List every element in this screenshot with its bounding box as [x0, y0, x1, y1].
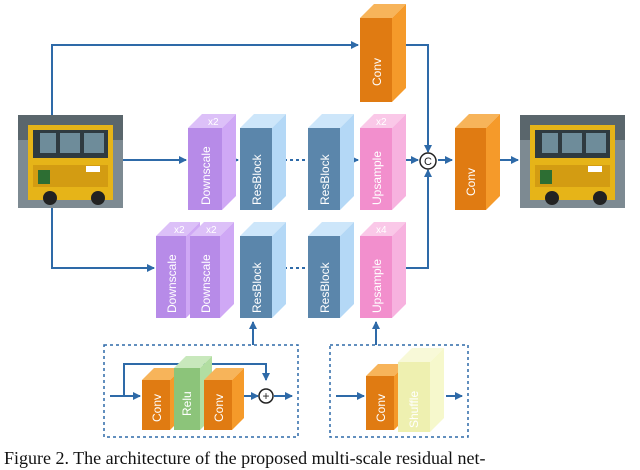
resblock-label: ResBlock — [318, 153, 332, 205]
multiplier-label: x2 — [174, 225, 185, 236]
resblock-label: ResBlock — [250, 261, 264, 313]
downscale-block-middle: Downscale x2 — [188, 114, 236, 210]
concat-label: C — [424, 156, 432, 168]
resblock-bottom-1: ResBlock — [240, 222, 286, 318]
conv-label: Conv — [150, 394, 164, 422]
multiplier-label: x4 — [376, 225, 387, 236]
resblock-label: ResBlock — [250, 153, 264, 205]
downscale-label: Downscale — [165, 254, 179, 313]
resblock-middle-1: ResBlock — [240, 114, 286, 210]
multiplier-label: x2 — [208, 117, 219, 128]
multiplier-label: x2 — [376, 117, 387, 128]
conv-block-top: Conv — [360, 4, 406, 102]
conv-label: Conv — [212, 394, 226, 422]
downscale-label: Downscale — [199, 254, 213, 313]
conv-label: Conv — [374, 394, 388, 422]
figure-caption: Figure 2. The architecture of the propos… — [4, 448, 486, 468]
plus-label: + — [262, 389, 269, 403]
downscale-block-bottom-2: Downscale x2 — [190, 222, 234, 318]
conv-label: Conv — [370, 58, 384, 86]
conv-label: Conv — [464, 168, 478, 196]
resblock-bottom-2: ResBlock — [308, 222, 354, 318]
shuffle-label: Shuffle — [407, 391, 421, 428]
conv-block-final: Conv — [455, 114, 500, 210]
upsample-block-middle: Upsample x2 — [360, 114, 406, 210]
relu-label: Relu — [180, 391, 194, 416]
output-image — [520, 115, 625, 208]
downscale-block-bottom-1: Downscale x2 — [156, 222, 200, 318]
multiplier-label: x2 — [206, 225, 217, 236]
resblock-middle-2: ResBlock — [308, 114, 354, 210]
input-image — [18, 115, 123, 208]
upsample-label: Upsample — [370, 151, 384, 205]
concat-node: C — [419, 152, 437, 170]
upsample-detail-box: Conv Shuffle — [329, 344, 469, 438]
downscale-label: Downscale — [199, 146, 213, 205]
upsample-label: Upsample — [370, 259, 384, 313]
resblock-label: ResBlock — [318, 261, 332, 313]
resblock-detail-box: Conv Relu Conv + — [103, 344, 299, 438]
architecture-diagram: Conv Downscale x2 ResBlock ResBlock Upsa… — [18, 4, 625, 438]
upsample-block-bottom: Upsample x4 — [360, 222, 406, 318]
connection-arrows — [51, 41, 519, 345]
